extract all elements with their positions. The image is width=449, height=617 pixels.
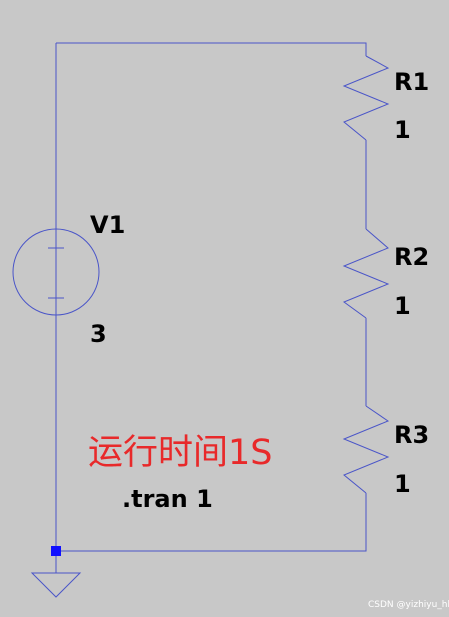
r1-name-label[interactable]: R1 <box>394 68 430 96</box>
wire-bottom[interactable] <box>56 493 367 552</box>
r2-value-label[interactable]: 1 <box>394 292 411 320</box>
voltage-source-icon[interactable] <box>12 228 100 316</box>
r3-name-label[interactable]: R3 <box>394 421 430 449</box>
ground-icon[interactable] <box>30 572 82 598</box>
watermark: CSDN @yizhiyu_hh <box>368 600 449 610</box>
ground-node-marker[interactable] <box>51 546 61 556</box>
r1-value-label[interactable]: 1 <box>394 116 411 144</box>
resistor-r1-icon[interactable] <box>342 55 390 141</box>
spice-directive[interactable]: .tran 1 <box>122 485 213 513</box>
resistor-r3-icon[interactable] <box>342 405 390 494</box>
resistor-r2-icon[interactable] <box>342 228 390 319</box>
v1-value-label[interactable]: 3 <box>90 320 107 348</box>
r3-value-label[interactable]: 1 <box>394 470 411 498</box>
runtime-note: 运行时间1S <box>88 433 273 473</box>
r2-name-label[interactable]: R2 <box>394 243 430 271</box>
wire-top[interactable] <box>56 42 367 56</box>
v1-name-label[interactable]: V1 <box>90 211 126 239</box>
